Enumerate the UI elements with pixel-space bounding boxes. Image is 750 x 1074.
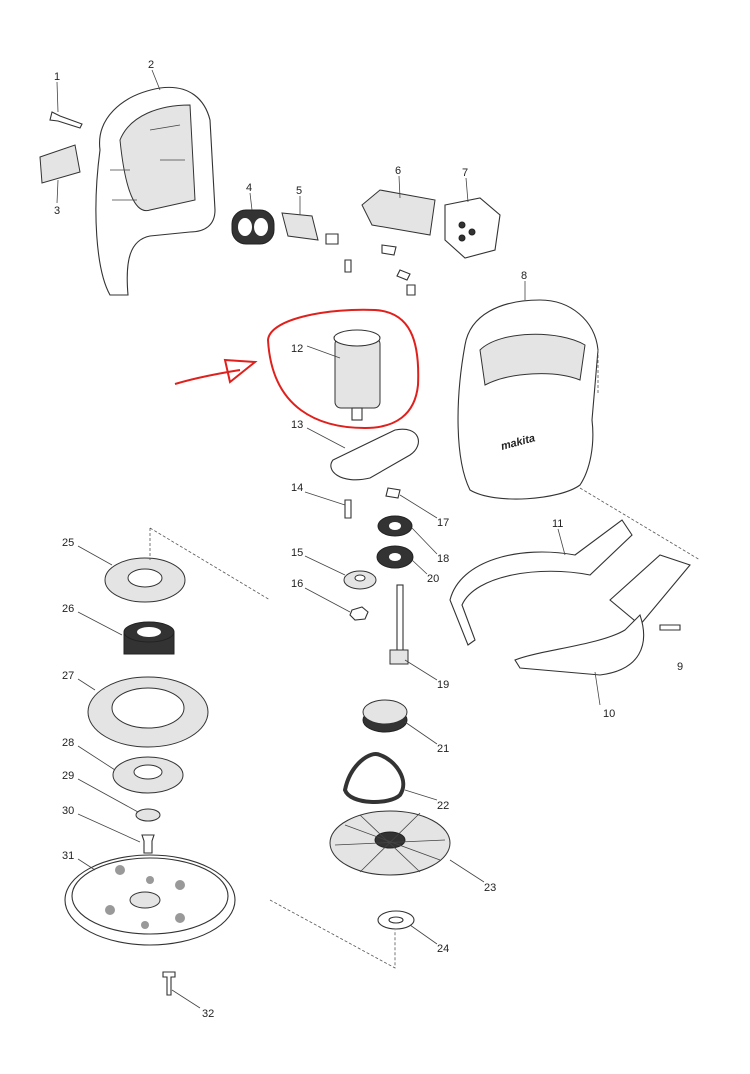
part-24-washer: [377, 910, 415, 930]
part-26-bearing: [123, 621, 175, 655]
label-24: 24: [437, 943, 449, 955]
part-labels: 1 2 3 4 5 6 7 8 9 10 11 12 13 14 15 16 1…: [54, 59, 683, 1020]
part-15-pulley: [343, 570, 377, 590]
label-20: 20: [427, 573, 439, 585]
part-2-housing: [95, 86, 216, 296]
label-8: 8: [521, 270, 527, 282]
part-32-screw: [162, 971, 176, 996]
label-23: 23: [484, 882, 496, 894]
part-12-motor: [333, 329, 381, 421]
part-13-bracket: [330, 428, 419, 481]
label-29: 29: [62, 770, 74, 782]
part-20-bearing: [376, 545, 414, 569]
label-32: 32: [202, 1008, 214, 1020]
part-30-screw: [141, 834, 155, 854]
label-19: 19: [437, 679, 449, 691]
label-12: 12: [291, 343, 303, 355]
label-17: 17: [437, 517, 449, 529]
leader-lines: [56, 69, 601, 1009]
part-22-belt: [342, 752, 406, 804]
part-6-controller: [361, 189, 436, 296]
label-21: 21: [437, 743, 449, 755]
part-1-screw: [49, 111, 83, 129]
label-5: 5: [296, 185, 302, 197]
label-10: 10: [603, 708, 615, 720]
label-4: 4: [246, 182, 252, 194]
part-31-sanding-pad: [64, 854, 236, 946]
label-1: 1: [54, 71, 60, 83]
part-25-bearing-retainer: [104, 557, 186, 603]
assembly-lines: [149, 350, 701, 969]
label-2: 2: [148, 59, 154, 71]
label-16: 16: [291, 578, 303, 590]
label-22: 22: [437, 800, 449, 812]
part-5-switch: [281, 212, 352, 273]
part-19-shaft: [389, 584, 409, 665]
label-28: 28: [62, 737, 74, 749]
highlight-arrow: [174, 358, 258, 385]
label-7: 7: [462, 167, 468, 179]
part-11-band: [449, 519, 633, 646]
label-11: 11: [552, 518, 563, 530]
label-26: 26: [62, 603, 74, 615]
label-13: 13: [291, 419, 303, 431]
label-30: 30: [62, 805, 74, 817]
label-31: 31: [62, 850, 74, 862]
part-16-nut: [349, 606, 369, 621]
part-9-10-side-handle: [514, 554, 691, 676]
part-21-pulley: [362, 699, 408, 733]
part-14-screw: [344, 499, 352, 519]
part-23-fan: [329, 810, 451, 876]
label-9: 9: [677, 661, 683, 673]
part-8-housing: makita: [457, 299, 599, 500]
label-15: 15: [291, 547, 303, 559]
part-29-washer: [135, 808, 161, 822]
label-25: 25: [62, 537, 74, 549]
label-27: 27: [62, 670, 74, 682]
label-18: 18: [437, 553, 449, 565]
highlight-circle: [266, 308, 420, 430]
label-6: 6: [395, 165, 401, 177]
label-3: 3: [54, 205, 60, 217]
part-27-pad-ring: [87, 676, 209, 748]
part-4-gasket: [231, 209, 275, 245]
part-7-switch-unit: [444, 197, 501, 259]
part-18-bearing: [377, 515, 413, 537]
part-28-plate: [112, 756, 184, 794]
label-14: 14: [291, 482, 303, 494]
part-3-label-plate: [39, 144, 81, 184]
part-17-clip: [385, 487, 401, 499]
